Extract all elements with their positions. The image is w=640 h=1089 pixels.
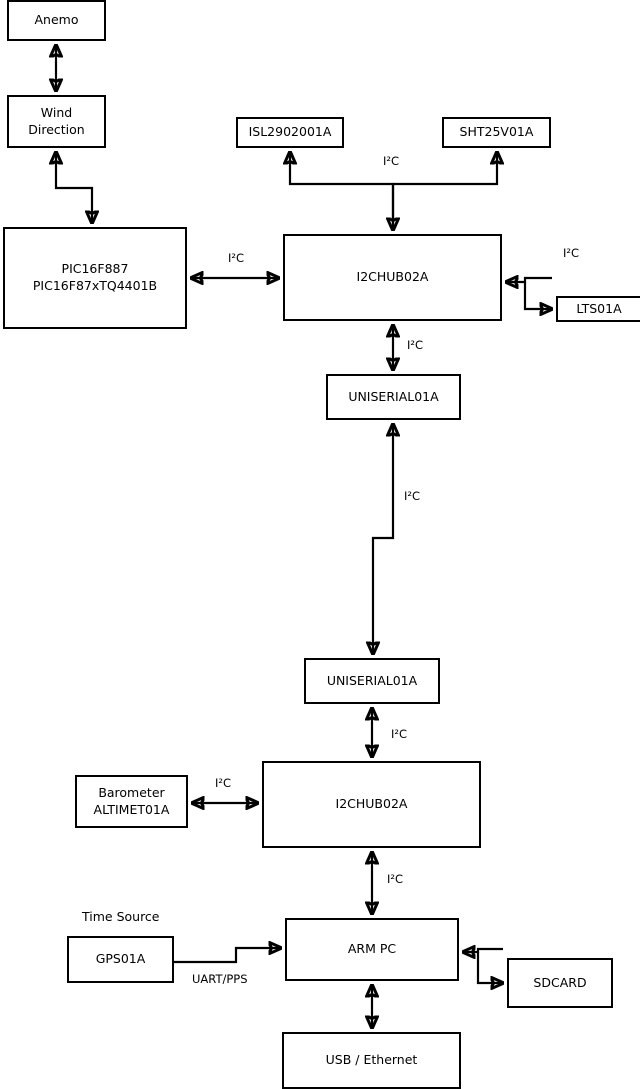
- edge-label-i2c-hub-uniserial: I²C: [407, 338, 424, 352]
- node-arm-pc[interactable]: ARM PC: [285, 918, 459, 981]
- label-time-source: Time Source: [82, 909, 160, 924]
- node-lts01a[interactable]: LTS01A: [556, 296, 640, 322]
- node-gps01a[interactable]: GPS01A: [67, 936, 174, 983]
- edge-label-i2c-hub-lts: I²C: [563, 246, 580, 260]
- node-i2chub02a-top[interactable]: I2CHUB02A: [283, 234, 502, 321]
- edge-hubtop-isl: [290, 152, 395, 230]
- node-isl2902001a[interactable]: ISL2902001A: [236, 117, 344, 148]
- node-sdcard[interactable]: SDCARD: [507, 958, 613, 1008]
- node-usb-ethernet[interactable]: USB / Ethernet: [282, 1032, 461, 1089]
- node-uniserial01a-lower[interactable]: UNISERIAL01A: [304, 658, 440, 704]
- edge-label-i2c-uniserial-link: I²C: [404, 489, 421, 503]
- node-pic-microcontroller[interactable]: PIC16F887 PIC16F87xTQ4401B: [3, 227, 187, 329]
- edge-winddir-pic: [56, 152, 92, 223]
- node-wind-direction[interactable]: Wind Direction: [7, 95, 106, 148]
- edge-label-i2c-uniserial-hub2: I²C: [391, 727, 408, 741]
- edge-hubtop-sht: [393, 152, 497, 186]
- node-i2chub02a-bottom[interactable]: I2CHUB02A: [262, 761, 481, 848]
- edge-label-i2c-pic-hub: I²C: [228, 251, 245, 265]
- edge-label-i2c-hub2-armpc: I²C: [387, 872, 404, 886]
- edge-armpc-sdcard-in: [463, 949, 503, 952]
- node-sht25v01a[interactable]: SHT25V01A: [442, 117, 551, 148]
- edge-armpc-sdcard-out: [476, 952, 503, 983]
- node-uniserial01a-upper[interactable]: UNISERIAL01A: [326, 374, 461, 420]
- edge-label-i2c-barometer-hub2: I²C: [215, 776, 232, 790]
- edge-hubtop-lts-in: [506, 278, 552, 282]
- edge-label-uart-pps: UART/PPS: [192, 972, 248, 986]
- node-anemo[interactable]: Anemo: [7, 0, 106, 41]
- node-barometer-altimet01a[interactable]: Barometer ALTIMET01A: [75, 775, 188, 828]
- edge-gps-armpc: [174, 948, 281, 964]
- edge-label-i2c-sensor-bus: I²C: [383, 154, 400, 168]
- edge-hubtop-lts-out: [523, 282, 552, 309]
- edge-uniserialup-uniseriallo: [373, 424, 393, 654]
